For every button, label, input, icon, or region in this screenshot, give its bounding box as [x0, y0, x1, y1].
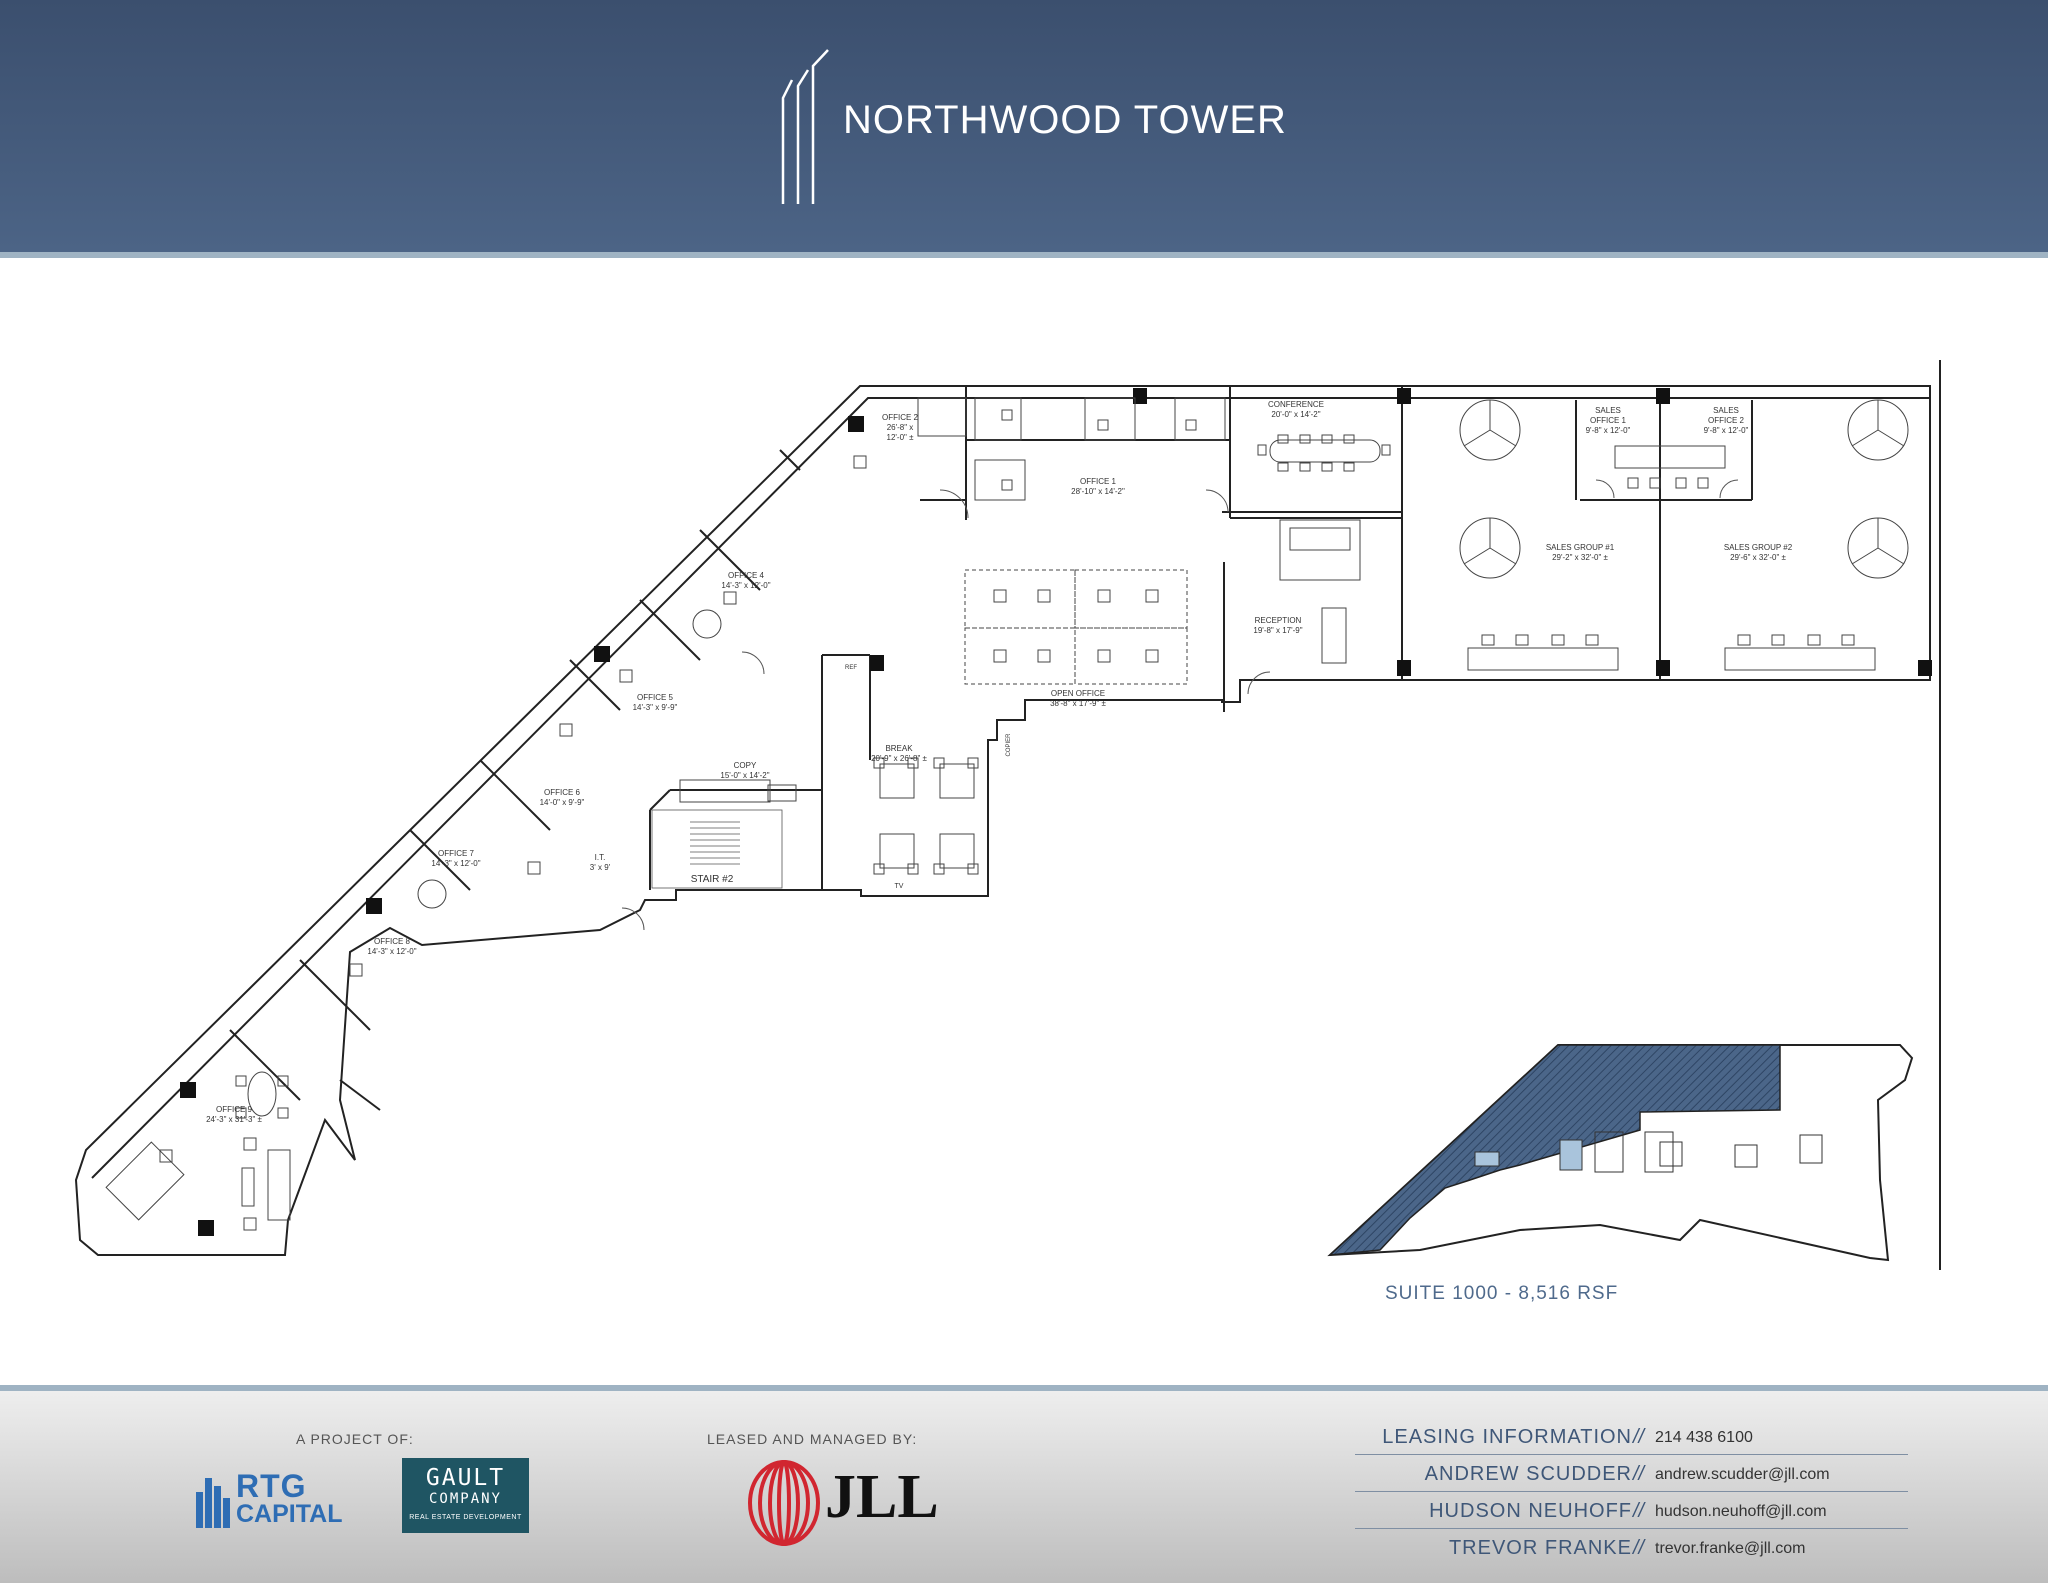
sales-office1-name2: OFFICE 1	[1590, 416, 1627, 425]
conference-name: CONFERENCE	[1268, 400, 1324, 409]
contact-row: ANDREW SCUDDER // andrew.scudder@jll.com	[1355, 1455, 1908, 1492]
jll-logo-icon	[748, 1460, 820, 1546]
stair-name: STAIR #2	[691, 874, 734, 885]
conference-dim: 20'-0" x 14'-2"	[1271, 410, 1320, 419]
office7-name: OFFICE 7	[438, 849, 475, 858]
office5-name: OFFICE 5	[637, 693, 674, 702]
tower-logo-icon	[781, 49, 829, 204]
office6-name: OFFICE 6	[544, 788, 581, 797]
contact-email[interactable]: trevor.franke@jll.com	[1655, 1540, 1806, 1557]
contact-row: HUDSON NEUHOFF // hudson.neuhoff@jll.com	[1355, 1492, 1908, 1529]
tv-label: TV	[895, 883, 904, 890]
sales-office2-dim: 9'-8" x 12'-0"	[1704, 426, 1749, 435]
contact-row: TREVOR FRANKE // trevor.franke@jll.com	[1355, 1529, 1908, 1565]
open-office-dim: 38'-8" x 17'-9" ±	[1050, 699, 1106, 708]
key-plan	[1327, 1044, 1914, 1262]
footer-rule	[0, 1385, 2048, 1391]
office8-name: OFFICE 8	[374, 937, 411, 946]
leased-by-label: LEASED AND MANAGED BY:	[707, 1431, 918, 1447]
sales-office2-name2: OFFICE 2	[1708, 416, 1745, 425]
header-banner	[0, 0, 2048, 252]
header-rule	[0, 252, 2048, 258]
floor-plan: OFFICE 2 26'-8" x 12'-0" ± OFFICE 1 28'-…	[74, 360, 1941, 1270]
ref-label: REF	[845, 665, 857, 671]
contact-name: ANDREW SCUDDER	[1424, 1463, 1632, 1485]
gault-text: GAULT	[425, 1465, 506, 1491]
open-office-name: OPEN OFFICE	[1051, 689, 1105, 698]
office6-dim: 14'-0" x 9'-9"	[540, 798, 585, 807]
office5-dim: 14'-3" x 9'-9"	[633, 703, 678, 712]
capital-text: CAPITAL	[236, 1500, 343, 1528]
office1-dim: 28'-10" x 14'-2"	[1071, 487, 1125, 496]
divider-slash: //	[1633, 1500, 1645, 1522]
office8-dim: 14'-3" x 12'-0"	[367, 947, 416, 956]
copy-dim: 15'-0" x 14'-2"	[720, 771, 769, 780]
sales-group2-dim: 29'-6" x 32'-0" ±	[1730, 553, 1786, 562]
break-dim: 20'-9" x 26'-8" ±	[871, 754, 927, 763]
jll-text: JLL	[825, 1463, 939, 1531]
contact-email[interactable]: andrew.scudder@jll.com	[1655, 1466, 1830, 1483]
office1-name: OFFICE 1	[1080, 477, 1117, 486]
reception-dim: 19'-8" x 17'-9"	[1253, 626, 1302, 635]
sales-group1-name: SALES GROUP #1	[1546, 543, 1615, 552]
sales-office1-name1: SALES	[1595, 406, 1621, 415]
footer	[0, 1391, 2048, 1583]
sales-group2-name: SALES GROUP #2	[1724, 543, 1793, 552]
building-title: NORTHWOOD TOWER	[843, 98, 1287, 142]
suite-label: SUITE 1000 - 8,516 RSF	[1385, 1283, 1619, 1304]
divider-slash: //	[1633, 1463, 1645, 1485]
office2-dim1: 26'-8" x	[887, 423, 914, 432]
office2-dim2: 12'-0" ±	[887, 433, 915, 442]
copier-label: COPIER	[1006, 733, 1012, 757]
office9-name: OFFICE 9	[216, 1105, 253, 1114]
contact-list: LEASING INFORMATION // 214 438 6100 ANDR…	[1355, 1418, 1908, 1565]
contact-name: TREVOR FRANKE	[1448, 1537, 1632, 1559]
gault-company-logo: GAULT COMPANY REAL ESTATE DEVELOPMENT	[402, 1458, 529, 1533]
contact-email[interactable]: hudson.neuhoff@jll.com	[1655, 1503, 1827, 1520]
office4-dim: 14'-3" x 12'-0"	[721, 581, 770, 590]
skyline-icon	[196, 1478, 230, 1528]
it-name: I.T.	[595, 853, 606, 862]
rtg-text: RTG	[236, 1468, 307, 1504]
break-name: BREAK	[885, 744, 913, 753]
contact-value[interactable]: 214 438 6100	[1655, 1429, 1753, 1446]
contact-name: LEASING INFORMATION	[1382, 1426, 1632, 1448]
project-of-label: A PROJECT OF:	[296, 1431, 414, 1447]
contact-name: HUDSON NEUHOFF	[1429, 1500, 1632, 1522]
sales-office2-name1: SALES	[1713, 406, 1739, 415]
sales-office1-dim: 9'-8" x 12'-0"	[1586, 426, 1631, 435]
contact-row: LEASING INFORMATION // 214 438 6100	[1355, 1418, 1908, 1455]
office7-dim: 14'-3" x 12'-0"	[431, 859, 480, 868]
room-labels: OFFICE 2 26'-8" x 12'-0" ± OFFICE 1 28'-…	[206, 400, 1793, 1124]
reception-name: RECEPTION	[1255, 616, 1302, 625]
company-text: COMPANY	[428, 1491, 502, 1507]
office9-dim: 24'-3" x 31'-3" ±	[206, 1115, 262, 1124]
office2-name: OFFICE 2	[882, 413, 919, 422]
divider-slash: //	[1633, 1426, 1645, 1448]
office4-name: OFFICE 4	[728, 571, 765, 580]
copy-name: COPY	[734, 761, 757, 770]
gault-tagline: REAL ESTATE DEVELOPMENT	[409, 1514, 522, 1521]
divider-slash: //	[1633, 1537, 1645, 1559]
it-dim: 3' x 9'	[590, 863, 611, 872]
sales-group1-dim: 29'-2" x 32'-0" ±	[1552, 553, 1608, 562]
